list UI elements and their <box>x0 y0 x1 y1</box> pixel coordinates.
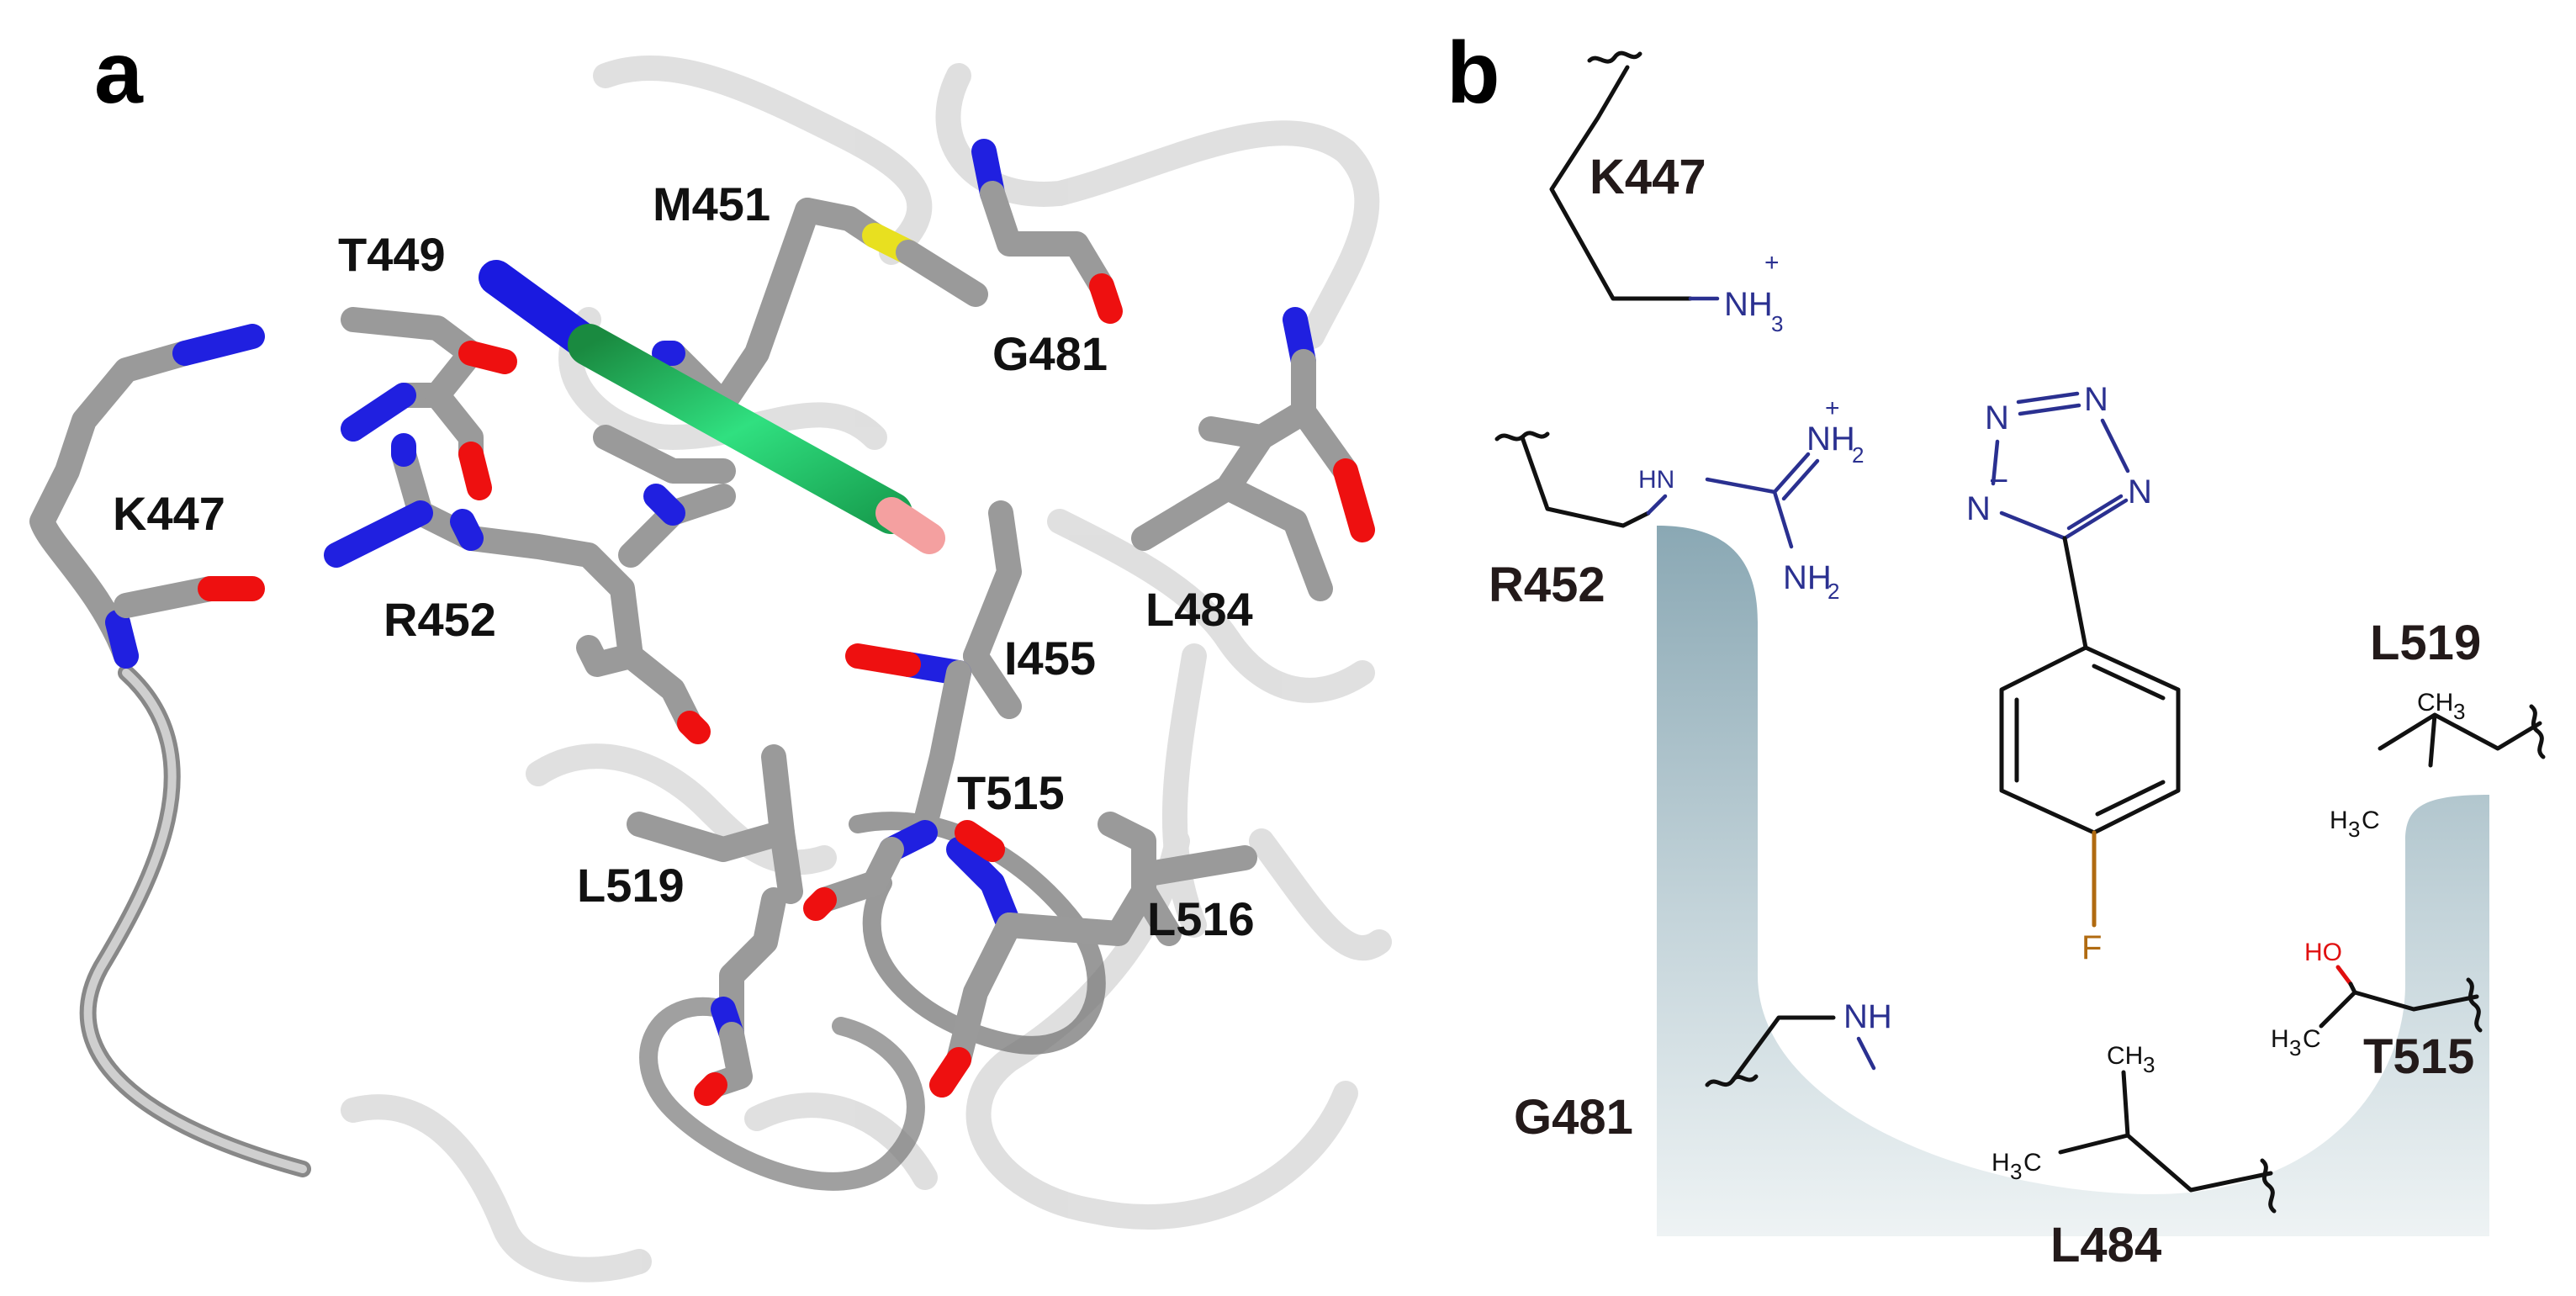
ligand-3d <box>479 260 945 554</box>
l484-h3c-sub: 3 <box>2010 1159 2022 1184</box>
tz-n1: N <box>1985 399 2009 436</box>
residue-sticks <box>29 139 1375 1106</box>
binding-pocket <box>1657 526 2489 1236</box>
t515-chain: HO H 3 C T515 <box>2271 939 2483 1084</box>
l484-chain: CH 3 H 3 C L484 <box>1992 1042 2277 1272</box>
l519-chain: CH 3 H 3 C L519 <box>2330 616 2546 842</box>
l519-h3c-sub: 3 <box>2348 817 2360 842</box>
k447-chain: NH + 3 K447 <box>1549 50 1783 336</box>
tz-n2: N <box>2084 381 2108 418</box>
r452-nh2-bottom: NH <box>1783 559 1832 596</box>
r452-nh2-top: NH <box>1806 421 1855 458</box>
r452-hn: HN <box>1638 466 1674 494</box>
g481-chain: NH G481 <box>1514 998 1892 1145</box>
r452-sub-bottom: 2 <box>1828 579 1839 604</box>
panel-b: b NH + 3 K447 HN NH + 2 NH 2 R452 <box>1447 24 2546 1272</box>
label-r452-a: R452 <box>383 593 496 646</box>
l484-h3c-h: H <box>1992 1149 2010 1177</box>
ligand-2d: N N N N − F <box>1966 381 2181 966</box>
l484-ch3: CH <box>2107 1042 2143 1070</box>
panel-a-letter: a <box>94 24 144 122</box>
label-l519-b: L519 <box>2370 616 2481 670</box>
l484-ch3-sub: 3 <box>2143 1052 2155 1077</box>
t515-h3c-sub: 3 <box>2289 1035 2301 1061</box>
k447-nh3: NH <box>1724 286 1773 323</box>
label-t449-a: T449 <box>338 228 446 281</box>
label-k447-a: K447 <box>113 487 225 540</box>
t515-h3c-h: H <box>2271 1025 2289 1053</box>
label-t515-b: T515 <box>2363 1029 2474 1084</box>
label-g481-a: G481 <box>992 327 1108 380</box>
l484-h3c-c: C <box>2023 1149 2042 1177</box>
k447-sub: 3 <box>1771 311 1783 336</box>
label-k447-b: K447 <box>1590 150 1706 204</box>
tz-n4: N <box>1966 490 1991 527</box>
label-l519-a: L519 <box>577 859 685 912</box>
r452-chain: HN NH + 2 NH 2 R452 <box>1489 394 1864 612</box>
label-t515-a: T515 <box>957 766 1065 819</box>
label-r452-b: R452 <box>1489 558 1605 612</box>
l519-ch3-sub: 3 <box>2453 699 2465 724</box>
label-l484-a: L484 <box>1145 583 1253 636</box>
g481-nh: NH <box>1843 998 1892 1035</box>
t515-ho: HO <box>2304 939 2342 966</box>
k447-plus: + <box>1764 249 1780 277</box>
panel-a: a K447 T449 M451 G481 R452 I455 L484 T51… <box>29 24 1392 1283</box>
label-l516-a: L516 <box>1147 892 1255 945</box>
r452-sub-top: 2 <box>1852 442 1864 468</box>
r452-plus: + <box>1825 394 1840 422</box>
l519-h3c-h: H <box>2330 807 2348 834</box>
label-m451-a: M451 <box>653 177 770 230</box>
l519-h3c-c: C <box>2362 807 2380 834</box>
fluorine-atom: F <box>2081 929 2102 966</box>
panel-b-letter: b <box>1447 24 1500 122</box>
l519-ch3: CH <box>2417 689 2453 717</box>
t515-h3c-c: C <box>2303 1025 2321 1053</box>
label-g481-b: G481 <box>1514 1090 1633 1145</box>
label-i455-a: I455 <box>1004 632 1096 685</box>
protein-ribbons <box>341 55 1392 1283</box>
label-l484-b: L484 <box>2050 1218 2161 1272</box>
tz-n3: N <box>2128 473 2152 510</box>
